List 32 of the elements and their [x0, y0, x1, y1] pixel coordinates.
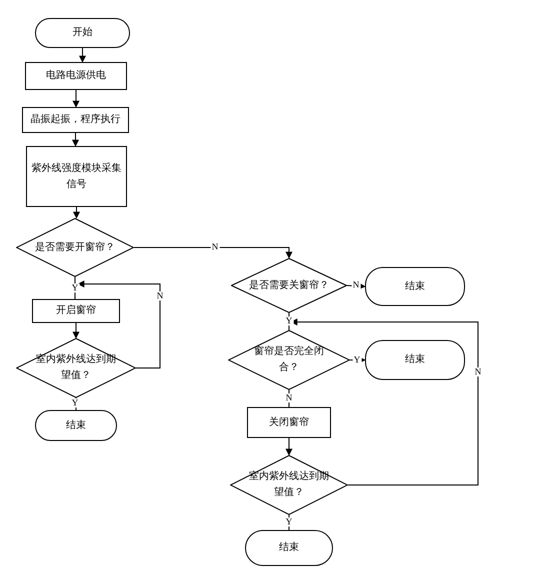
arrow [72, 132, 79, 147]
end-terminal: 结束 [35, 410, 117, 441]
decision-diamond: 是否需要关窗帘？ [231, 258, 347, 313]
process-box: 电路电源供电 [25, 62, 127, 90]
start-terminal: 开始 [35, 18, 130, 48]
edge-label: Y [284, 316, 294, 326]
edge-label: Y [70, 398, 80, 408]
decision-diamond: 是否需要开窗帘？ [16, 218, 134, 277]
edge-label: N [352, 280, 360, 290]
edge-label: Y [352, 356, 362, 364]
edge-label: Y [284, 518, 294, 526]
arrow [134, 247, 292, 259]
arrow [350, 356, 366, 364]
arrow [72, 90, 80, 108]
edge-label: N [474, 368, 482, 376]
arrow [286, 438, 292, 456]
end-terminal: 结束 [365, 267, 465, 306]
edge-label: N [210, 242, 220, 252]
edge-label: N [284, 394, 294, 402]
edge-label: N [156, 292, 164, 300]
arrow [79, 48, 86, 63]
arrow [73, 206, 80, 219]
edge-label: Y [70, 284, 80, 292]
end-terminal: 结束 [365, 340, 465, 380]
decision-diamond: 窗帘是否完全闭合？ [228, 330, 350, 390]
process-box: 紫外线强度模块采集信号 [26, 146, 127, 207]
arrow [72, 322, 80, 339]
end-terminal: 结束 [245, 530, 333, 566]
arrow [77, 280, 160, 368]
process-box: 关闭窗帘 [247, 407, 331, 438]
process-box: 晶振起振，程序执行 [22, 107, 129, 133]
process-box: 开启窗帘 [32, 299, 120, 323]
